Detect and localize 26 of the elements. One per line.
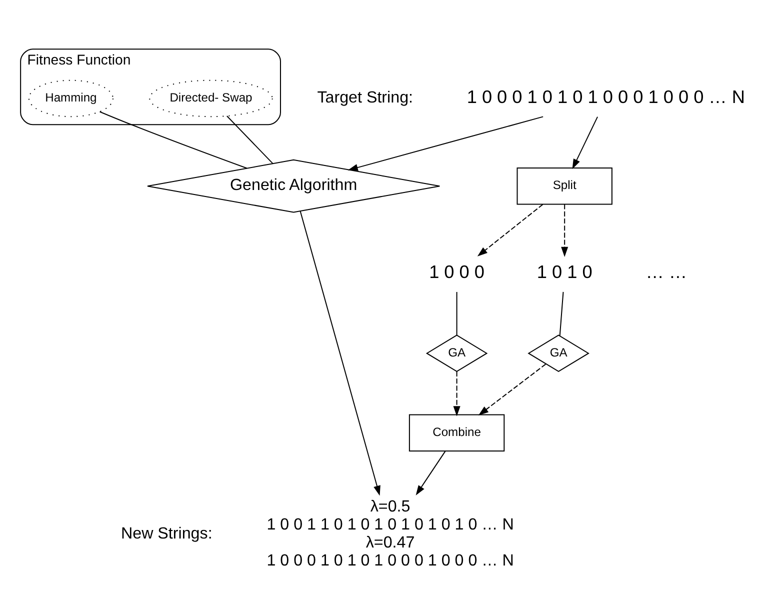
node-text: λ=0.5 1 0 0 1 1 0 1 0 1 0 1 0 1 0 1 0 … N λ=0.47 1 0 0 0 1 0 1 0 1 0 0 0 1 0 0 0 … N bbox=[266, 497, 514, 570]
node-diamond: GA bbox=[528, 334, 590, 372]
node-box: Split bbox=[516, 167, 612, 205]
node-box: Combine bbox=[408, 414, 505, 452]
label: … … bbox=[646, 262, 687, 282]
arrow bbox=[572, 116, 598, 170]
arrow bbox=[477, 204, 544, 256]
node-text: 1 0 0 0 1 0 1 0 1 0 0 0 1 0 0 0 … N bbox=[466, 86, 745, 107]
node-text: 1 0 1 0 bbox=[536, 262, 592, 282]
arrow bbox=[561, 204, 568, 257]
node-text: 1 0 0 0 bbox=[429, 262, 485, 282]
connector bbox=[559, 292, 564, 336]
connector bbox=[456, 292, 458, 336]
node-ellipse: Directed- Swap bbox=[149, 80, 273, 118]
node-ellipse: Hamming bbox=[28, 80, 114, 118]
arrow bbox=[348, 116, 544, 171]
arrow bbox=[453, 372, 460, 416]
node-diamond: GA bbox=[426, 334, 488, 372]
arrow bbox=[478, 364, 546, 416]
arrow bbox=[416, 451, 446, 496]
connector bbox=[100, 111, 248, 169]
connector bbox=[226, 116, 274, 164]
node-label: Target String: bbox=[317, 88, 414, 106]
arrow bbox=[300, 211, 380, 496]
node-label: New Strings: bbox=[120, 524, 212, 542]
node-diamond: Genetic Algorithm bbox=[147, 159, 440, 213]
